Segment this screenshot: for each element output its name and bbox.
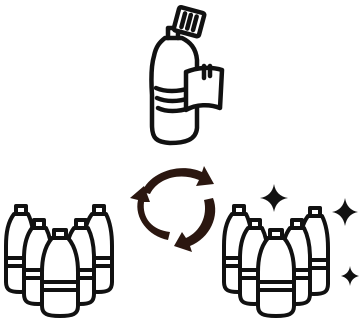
sparkle-icon (332, 198, 358, 226)
bottle (258, 230, 294, 316)
sparkle-icon (341, 266, 359, 286)
bottle-cap-icon (173, 7, 204, 37)
recycle-arrow-top (142, 166, 214, 194)
bottle-group-left-icon (6, 206, 112, 316)
single-bottle-icon (151, 7, 222, 143)
recycle-arrow-left (130, 186, 170, 240)
bottle (42, 230, 78, 316)
recycle-arrows-icon (130, 166, 215, 252)
bottle-group-right-icon (224, 206, 328, 316)
recycle-arrow-right (174, 198, 215, 252)
sparkle-icon (260, 184, 288, 212)
